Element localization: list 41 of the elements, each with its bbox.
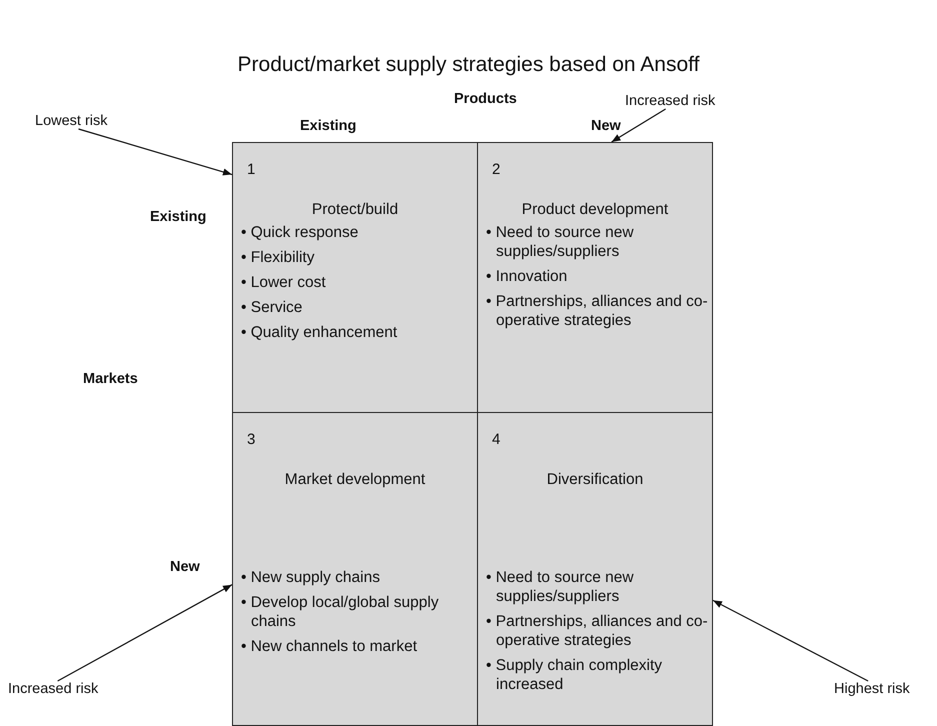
leader-arrow (611, 108, 666, 143)
bullet-item: • New supply chains (241, 568, 381, 587)
quadrant-number: 2 (492, 161, 500, 178)
bullet-item: • Service (241, 298, 304, 317)
quadrant-number: 3 (247, 431, 256, 448)
quadrant-cell (477, 412, 713, 726)
diagram-title: Product/market supply strategies based on Ansoff (236, 53, 700, 77)
bullet-item: • Quality enhancement (241, 323, 398, 342)
quadrant-cell (232, 142, 478, 413)
quadrant-title: Diversification (546, 471, 644, 489)
quadrant-title: Market development (284, 471, 426, 489)
risk-label: Highest risk (834, 681, 910, 697)
quadrant-number: 4 (492, 431, 500, 448)
row-heading: Existing (150, 209, 206, 225)
bullet-item: • Need to source new supplies/suppliers (486, 223, 635, 261)
quadrant-cell (477, 142, 713, 413)
quadrant-title: Protect/build (310, 201, 400, 219)
leader-arrow (78, 128, 232, 176)
quadrant-cell (232, 412, 478, 726)
column-heading: Existing (300, 118, 356, 134)
bullet-item: • Partnerships, alliances and co-operative strategies (486, 292, 708, 330)
bullet-item: • Need to source new supplies/suppliers (486, 568, 635, 606)
bullet-item: • Quick response (241, 223, 360, 242)
quadrant-number: 1 (247, 161, 256, 178)
bullet-item: • Lower cost (241, 273, 327, 292)
axis-heading: Products (454, 91, 517, 107)
quadrant-title: Product development (520, 201, 670, 219)
risk-label: Increased risk (625, 93, 716, 109)
column-heading: New (591, 118, 621, 134)
risk-label: Increased risk (8, 681, 98, 697)
bullet-item: • Flexibility (241, 248, 316, 267)
bullet-item: • Develop local/global supply chains (241, 593, 440, 631)
leader-arrow (712, 600, 868, 682)
bullet-item: • New channels to market (241, 637, 418, 656)
leader-arrow (57, 584, 232, 682)
bullet-item: • Partnerships, alliances and co-operative strategies (486, 612, 708, 650)
row-heading: New (170, 559, 200, 575)
axis-heading: Markets (83, 371, 138, 387)
bullet-item: • Supply chain complexity increased (486, 656, 664, 694)
risk-label: Lowest risk (35, 113, 108, 129)
bullet-item: • Innovation (486, 267, 568, 286)
